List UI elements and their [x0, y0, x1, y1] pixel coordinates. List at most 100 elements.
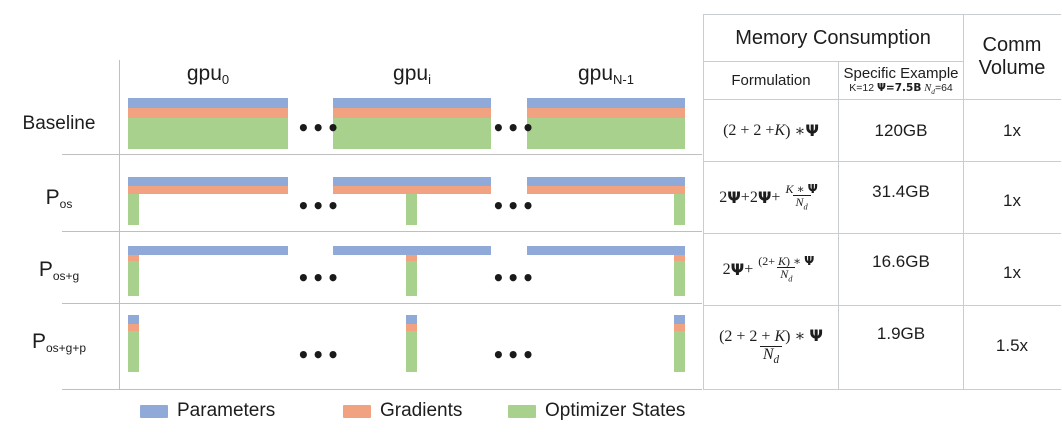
- segment-optimizer-states: [406, 331, 417, 372]
- gpu-header-0-index: 0: [221, 72, 230, 87]
- note-psi: Ψ=7.5B: [877, 81, 922, 94]
- ellipsis-posg-1: •••: [297, 266, 342, 290]
- table-col-divider-1: [838, 61, 839, 390]
- legend-item-parameters: Parameters: [140, 400, 275, 422]
- formula-posg-denominator: Nd: [777, 267, 796, 284]
- formula-posgp-den-n: N: [762, 345, 774, 363]
- segment-gradients: [674, 324, 685, 331]
- ellipsis-pos-1: •••: [297, 194, 342, 218]
- table-row-divider-1: [703, 161, 1061, 162]
- formula-posgp-numerator: (2 + 2 + K) ∗ Ψ: [716, 327, 826, 346]
- label-column-divider: [119, 60, 120, 390]
- bar-group-baseline-gpun1: [527, 98, 685, 149]
- note-nd-val: =64: [934, 81, 953, 94]
- row-label-p-os: Pos: [0, 186, 118, 211]
- segment-parameters: [527, 246, 685, 255]
- segment-optimizer-states: [128, 118, 288, 149]
- segment-parameters: [128, 246, 288, 255]
- segment-optimizer-states: [527, 118, 685, 149]
- gpu-header-n-1: gpuN-1: [527, 62, 685, 87]
- formula-posg-t1a: 2: [722, 260, 731, 278]
- table-formula-baseline: (2 + 2 + K) ∗ Ψ: [704, 100, 838, 161]
- table-header-memory-consumption: Memory Consumption: [735, 26, 931, 49]
- formula-posgp-num-close: ) ∗: [785, 328, 810, 346]
- segment-optimizer-states: [333, 118, 491, 149]
- formula-baseline-close: ) ∗: [785, 122, 806, 140]
- table-example-baseline: 120GB: [874, 120, 928, 140]
- legend-swatch-gradients: [343, 404, 371, 418]
- formula-pos-numerator: K ∗ Ψ: [782, 181, 820, 196]
- segment-gradients: [128, 108, 288, 118]
- gpu-header-n-1-label: gpu: [578, 62, 614, 85]
- table-border-top: [703, 14, 1061, 15]
- table-comm-p-os-g: 1x: [1003, 262, 1021, 282]
- row-divider-3: [62, 303, 702, 304]
- legend-label-optimizer-states: Optimizer States: [545, 400, 686, 421]
- table-border-bottom: [703, 389, 1061, 390]
- ellipsis-baseline-1: •••: [297, 116, 342, 140]
- segment-optimizer-states: [128, 194, 139, 225]
- row-label-p-os-sub: os: [59, 197, 73, 211]
- segment-gradients: [128, 255, 139, 261]
- legend-swatch-optimizer-states: [508, 404, 536, 418]
- formula-pos-num-k: K: [785, 181, 794, 196]
- formula-pos-t2psi: Ψ: [757, 188, 772, 207]
- segment-parameters: [333, 177, 491, 186]
- legend-swatch-parameters: [140, 404, 168, 418]
- formula-pos-denominator: Nd: [792, 195, 811, 212]
- segment-optimizer-states: [128, 261, 139, 296]
- formula-pos-t1a: 2: [719, 188, 728, 206]
- segment-gradients: [527, 186, 685, 194]
- formula-posgp-den-sub: d: [773, 354, 780, 367]
- table-header-comm-volume: Comm Volume: [978, 34, 1046, 79]
- formula-pos-plus1: +: [740, 188, 750, 206]
- formula-pos-plus2: +: [771, 188, 781, 206]
- segment-parameters: [674, 315, 685, 324]
- segment-gradients: [674, 255, 685, 261]
- segment-gradients: [527, 108, 685, 118]
- legend-item-gradients: Gradients: [343, 400, 462, 422]
- gpu-header-0-label: gpu: [186, 62, 222, 85]
- segment-gradients: [128, 324, 139, 331]
- segment-parameters: [527, 177, 685, 186]
- note-nd: N: [924, 82, 932, 94]
- segment-parameters: [406, 315, 417, 324]
- gpu-header-i-index: i: [428, 72, 431, 87]
- bar-group-pos-gpun1: [527, 177, 685, 225]
- formula-posg-num-psi: Ψ: [804, 253, 815, 268]
- segment-parameters: [128, 177, 288, 186]
- bar-group-posgp-gpun1: [527, 315, 685, 372]
- ellipsis-posgp-1: •••: [297, 343, 342, 367]
- formula-pos-t1psi: Ψ: [727, 188, 741, 207]
- segment-parameters: [128, 315, 139, 324]
- table-header-specific-example: Specific Example K=12 Ψ=7.5B Nd=64: [839, 62, 963, 99]
- segment-parameters: [333, 246, 491, 255]
- formula-baseline-open: (2 + 2 +: [723, 121, 775, 139]
- segment-parameters: [333, 98, 491, 108]
- table-comm-p-os: 1x: [1003, 190, 1021, 210]
- formula-baseline-psi: Ψ: [805, 121, 819, 140]
- segment-gradients: [406, 255, 417, 261]
- formula-posg-plus1: +: [744, 260, 754, 278]
- row-divider-4: [62, 389, 702, 390]
- table-example-p-os-g-p: 1.9GB: [876, 324, 926, 343]
- bar-group-posg-gpu0: [128, 246, 288, 296]
- table-row-divider-3: [703, 305, 1061, 306]
- bar-group-pos-gpui: [333, 177, 491, 225]
- segment-optimizer-states: [674, 194, 685, 225]
- row-divider-2: [62, 231, 702, 232]
- row-label-p-os-g: Pos+g: [0, 258, 118, 283]
- table-header-divider: [703, 61, 963, 62]
- gpu-header-0: gpu0: [128, 62, 288, 87]
- row-label-p-os-g-sub: os+g: [52, 269, 80, 283]
- legend-label-gradients: Gradients: [380, 400, 463, 421]
- formula-posg-numerator: (2+ K) ∗ Ψ: [755, 253, 817, 268]
- formula-posg-num-k: K: [778, 253, 787, 268]
- bar-group-posgp-gpui: [333, 315, 491, 372]
- formula-posg-num-close: ) ∗: [786, 253, 805, 268]
